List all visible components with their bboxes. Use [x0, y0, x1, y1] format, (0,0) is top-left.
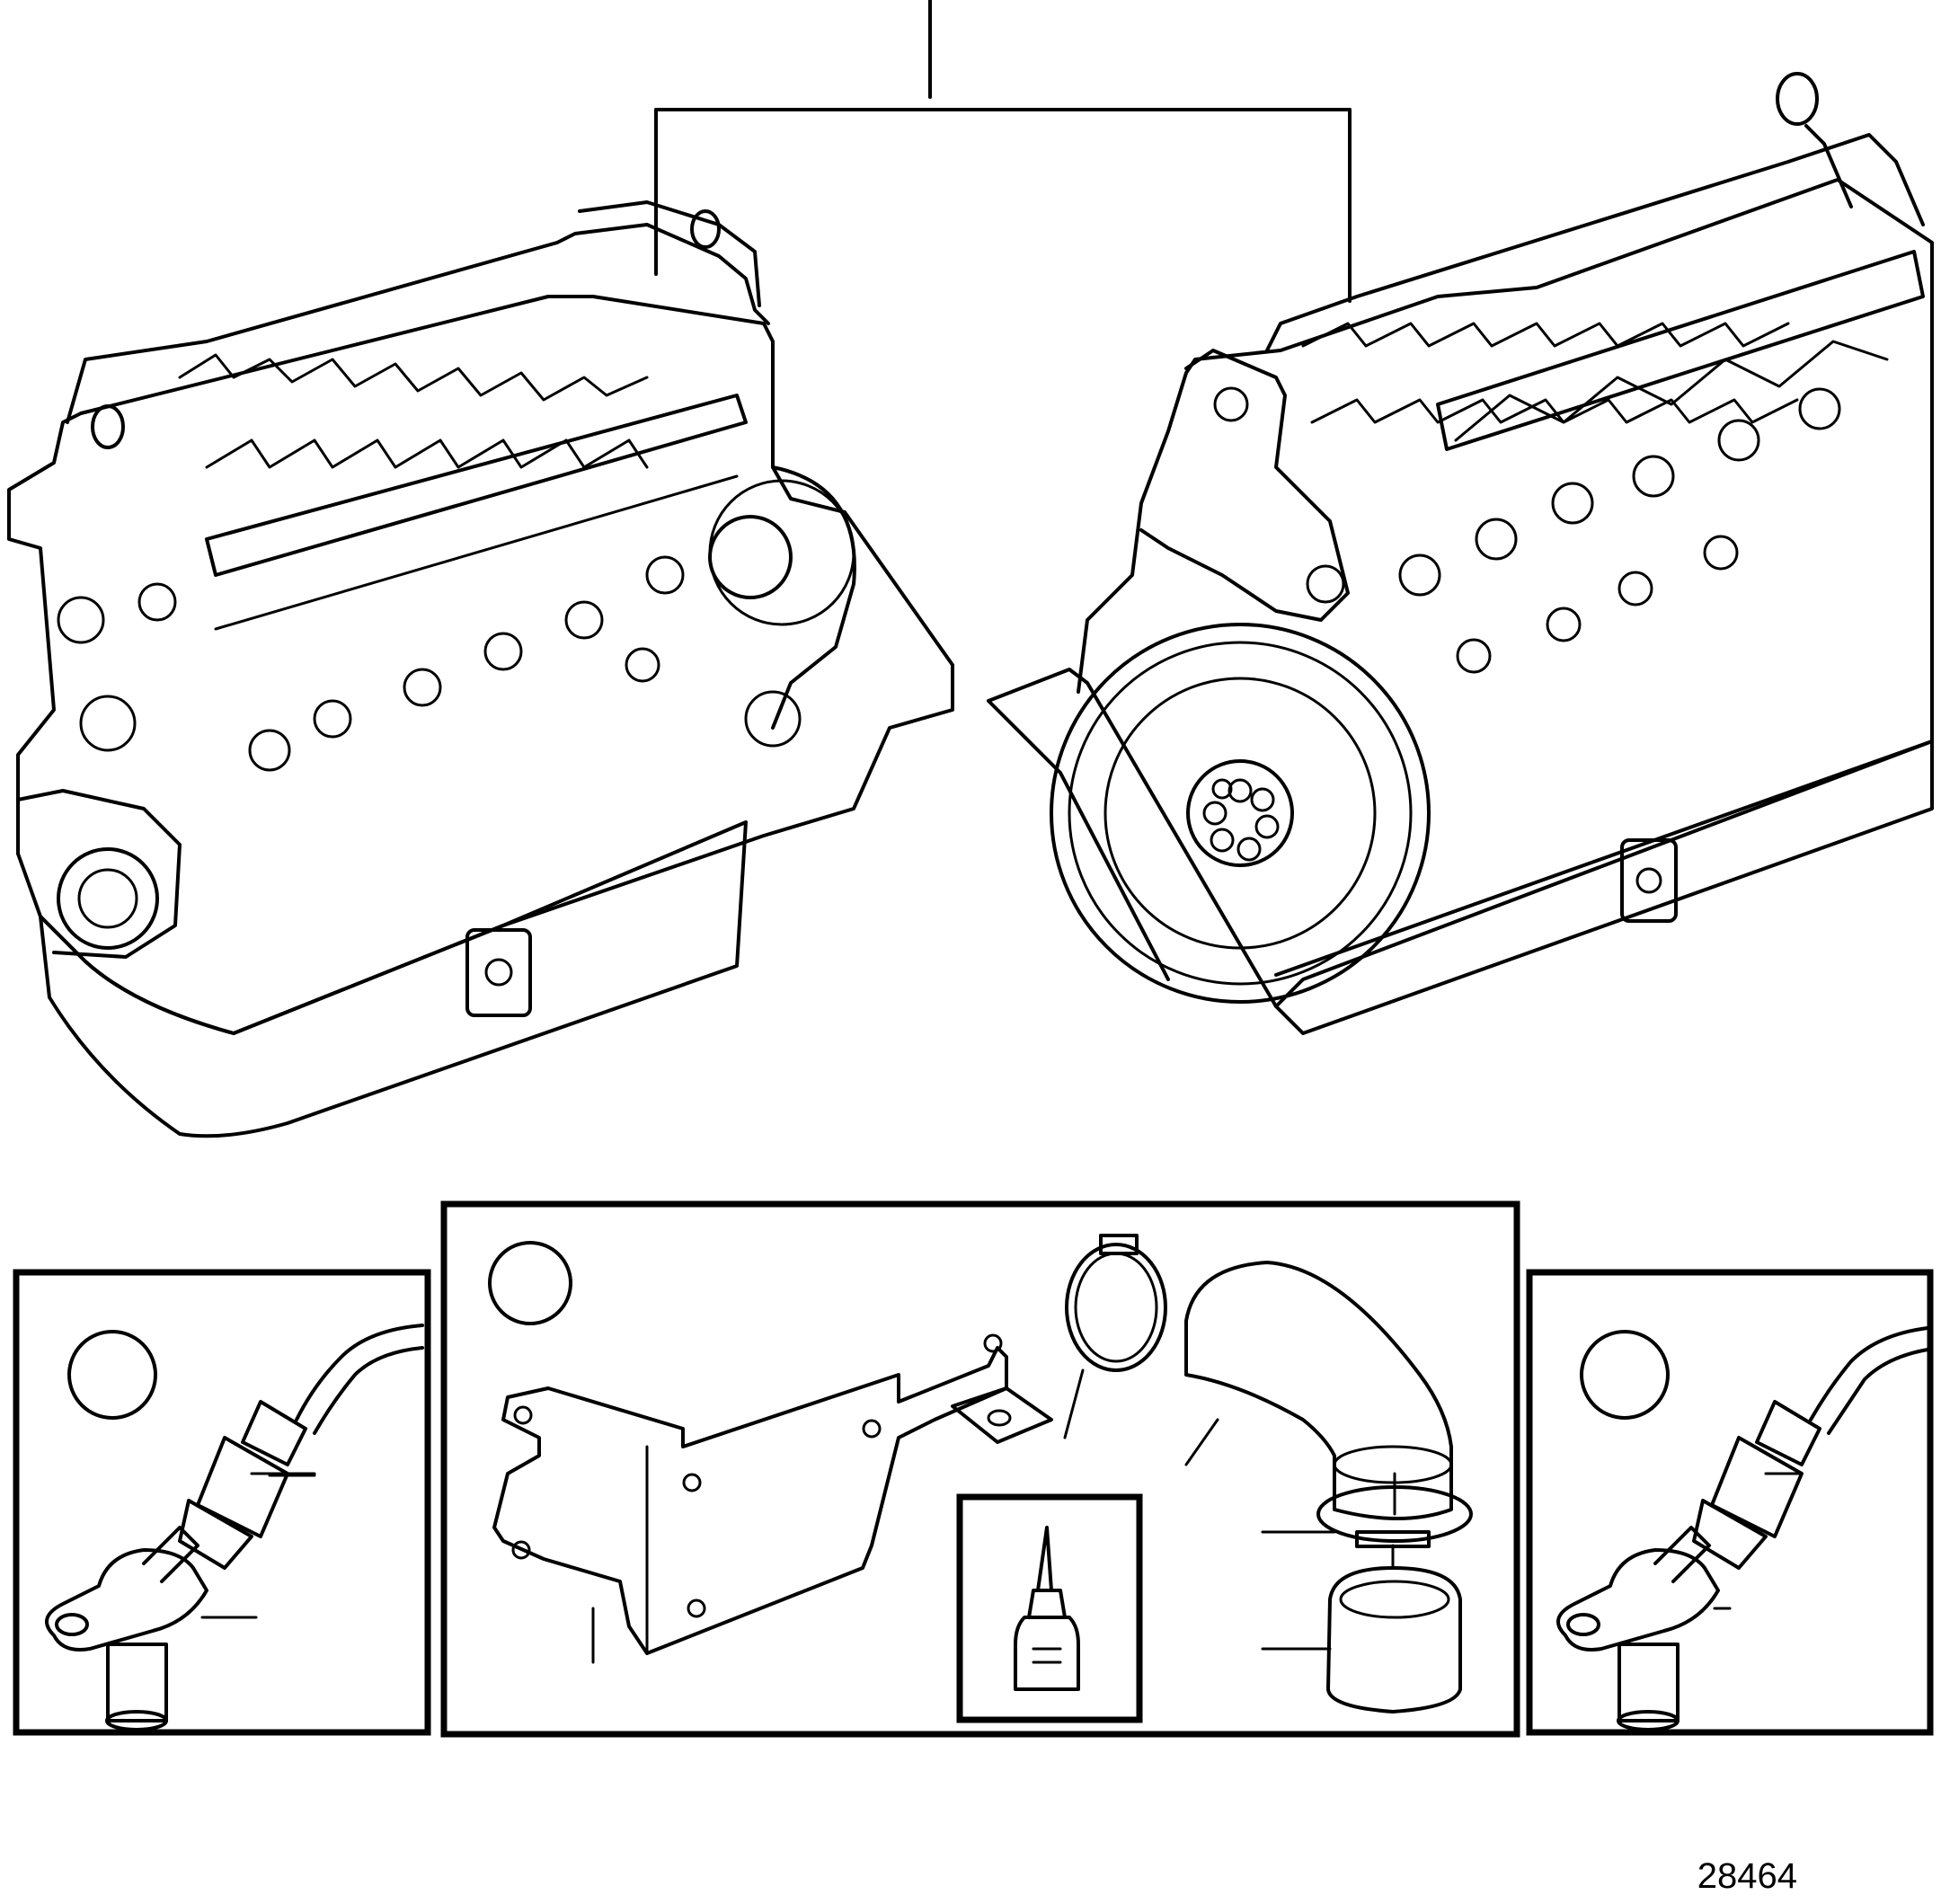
sealant-inset [956, 1493, 1143, 1723]
coupling-sleeve [1326, 1566, 1462, 1714]
sealant-bottle [1036, 1526, 1053, 1592]
figure-number: 28464 [1697, 1856, 1797, 1896]
engine-leader-bracket [654, 0, 1352, 303]
engine-block-left [7, 295, 954, 1035]
flywheel [1050, 623, 1431, 1004]
engine-block-right [1077, 178, 1934, 1008]
valve-cover-left [66, 223, 770, 424]
valve-cover-right [1265, 133, 1925, 352]
elbow-hose [1184, 1261, 1453, 1520]
callout-circle-left [67, 1330, 157, 1420]
bracket-plate [492, 1346, 1008, 1655]
callout-circle-right [1580, 1330, 1670, 1420]
sensor-box-right [1526, 1269, 1934, 1736]
engine-right-view [987, 72, 1934, 1035]
mounting-kit-box [440, 1200, 1520, 1738]
oil-pan-right [987, 668, 1934, 1035]
sensor-box-left [13, 1269, 431, 1736]
hose-clamp-top [1065, 1243, 1167, 1372]
engine-left-view [7, 200, 954, 1138]
callout-circle-center [488, 1241, 572, 1325]
